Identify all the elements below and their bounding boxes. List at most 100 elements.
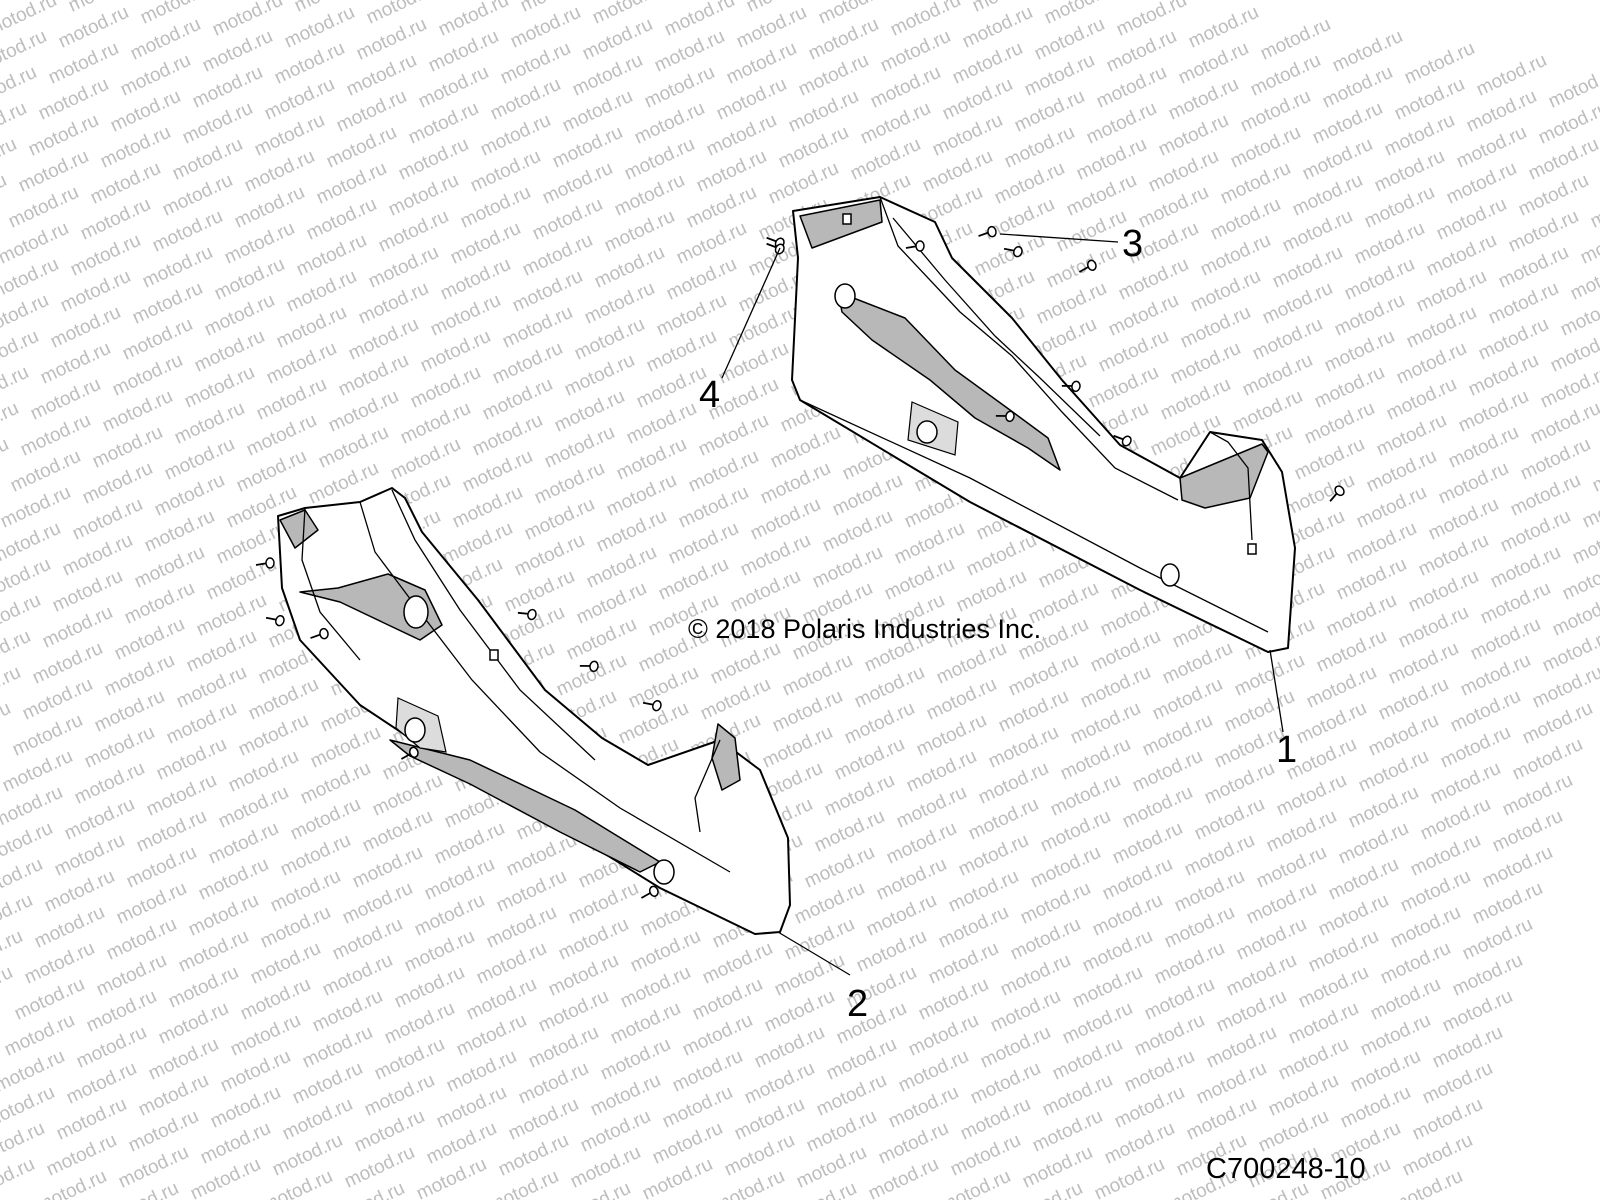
watermark-text: motod.ru bbox=[411, 890, 488, 941]
watermark-text: motod.ru bbox=[641, 62, 718, 113]
watermark-text: motod.ru bbox=[631, 98, 708, 149]
watermark-text: motod.ru bbox=[31, 902, 108, 953]
part-2-hole-front bbox=[403, 595, 429, 629]
watermark-text: motod.ru bbox=[1427, 758, 1504, 809]
watermark-text: motod.ru bbox=[433, 1082, 510, 1133]
watermark-text: motod.ru bbox=[1239, 350, 1316, 401]
watermark-text: motod.ru bbox=[515, 1058, 592, 1109]
watermark-text: motod.ru bbox=[1217, 158, 1294, 209]
watermark-text: motod.ru bbox=[831, 734, 908, 785]
watermark-text: motod.ru bbox=[483, 902, 560, 953]
watermark-text: motod.ru bbox=[217, 1046, 294, 1097]
watermark-text: motod.ru bbox=[253, 374, 330, 425]
fastener bbox=[517, 608, 537, 621]
watermark-text: motod.ru bbox=[25, 110, 102, 161]
callout-1: 1 bbox=[1276, 729, 1297, 771]
watermark-text: motod.ru bbox=[561, 350, 638, 401]
watermark-text: motod.ru bbox=[1353, 482, 1430, 533]
watermark-text: motod.ru bbox=[1315, 890, 1392, 941]
fastener bbox=[995, 410, 1015, 423]
watermark-text: motod.ru bbox=[39, 602, 116, 653]
watermark-text: motod.ru bbox=[1237, 86, 1314, 137]
watermark-text: motod.ru bbox=[1247, 50, 1324, 101]
watermark-text: motod.ru bbox=[1305, 926, 1382, 977]
watermark-text: motod.ru bbox=[669, 1046, 746, 1097]
watermark-text: motod.ru bbox=[903, 746, 980, 797]
watermark-text: motod.ru bbox=[417, 326, 494, 377]
watermark-text: motod.ru bbox=[627, 926, 704, 977]
watermark-text: motod.ru bbox=[1157, 374, 1234, 425]
watermark-text: motod.ru bbox=[1139, 710, 1216, 761]
watermark-text: motod.ru bbox=[353, 14, 430, 65]
watermark-text: motod.ru bbox=[1409, 1094, 1486, 1145]
watermark-text: motod.ru bbox=[1333, 554, 1410, 605]
watermark-text: motod.ru bbox=[245, 674, 322, 725]
watermark-text: motod.ru bbox=[1405, 566, 1482, 617]
watermark-text: motod.ru bbox=[923, 674, 1000, 725]
watermark-text: motod.ru bbox=[1155, 110, 1232, 161]
watermark-text: motod.ru bbox=[891, 518, 968, 569]
watermark-text: motod.ru bbox=[1311, 362, 1388, 413]
watermark-text: motod.ru bbox=[1279, 206, 1356, 257]
watermark-text: motod.ru bbox=[553, 650, 630, 701]
watermark-text: motod.ru bbox=[683, 182, 760, 233]
watermark-text: motod.ru bbox=[1095, 326, 1172, 377]
fastener bbox=[978, 225, 997, 238]
watermark-text: motod.ru bbox=[1229, 386, 1306, 437]
watermark-text: motod.ru bbox=[197, 1118, 274, 1169]
watermark-text: motod.ru bbox=[929, 110, 1006, 161]
watermark-text: motod.ru bbox=[307, 722, 384, 773]
fastener bbox=[1078, 259, 1097, 273]
part-1-hole-front bbox=[834, 283, 856, 309]
watermark-text: motod.ru bbox=[939, 74, 1016, 125]
watermark-text: motod.ru bbox=[89, 422, 166, 473]
watermark-text: motod.ru bbox=[1525, 134, 1600, 185]
watermark-text: motod.ru bbox=[463, 974, 540, 1025]
watermark-text: motod.ru bbox=[593, 506, 670, 557]
fastener bbox=[1003, 246, 1023, 258]
watermark-text: motod.ru bbox=[487, 74, 564, 125]
watermark-text: motod.ru bbox=[545, 950, 622, 1001]
watermark-text: motod.ru bbox=[1407, 830, 1484, 881]
watermark-text: motod.ru bbox=[119, 314, 196, 365]
watermark-text: motod.ru bbox=[141, 506, 218, 557]
watermark-text: motod.ru bbox=[1479, 842, 1556, 893]
watermark-text: motod.ru bbox=[639, 1154, 716, 1200]
watermark-text: motod.ru bbox=[179, 98, 256, 149]
watermark-text: motod.ru bbox=[63, 1058, 140, 1109]
watermark-text: motod.ru bbox=[1433, 194, 1510, 245]
watermark-text: motod.ru bbox=[1473, 50, 1550, 101]
watermark-text: motod.ru bbox=[1393, 338, 1470, 389]
watermark-text: motod.ru bbox=[43, 1130, 120, 1181]
watermark-text: motod.ru bbox=[1, 1010, 78, 1061]
watermark-text: motod.ru bbox=[559, 86, 636, 137]
watermark-text: motod.ru bbox=[1383, 374, 1460, 425]
watermark-text: motod.ru bbox=[1257, 14, 1334, 65]
watermark-text: motod.ru bbox=[1391, 74, 1468, 125]
watermark-text: motod.ru bbox=[1077, 662, 1154, 713]
watermark-text: motod.ru bbox=[405, 98, 482, 149]
watermark-text: motod.ru bbox=[359, 806, 436, 857]
watermark-text: motod.ru bbox=[1227, 122, 1304, 173]
watermark-text: motod.ru bbox=[251, 110, 328, 161]
watermark-text: motod.ru bbox=[175, 926, 252, 977]
watermark-text: motod.ru bbox=[1295, 962, 1372, 1013]
watermark-text: motod.ru bbox=[457, 182, 534, 233]
watermark-text: motod.ru bbox=[1429, 1022, 1506, 1073]
watermark-text: motod.ru bbox=[1419, 1058, 1496, 1109]
watermark-text: motod.ru bbox=[1401, 38, 1478, 89]
watermark-text: motod.ru bbox=[1395, 602, 1472, 653]
watermark-text: motod.ru bbox=[151, 470, 228, 521]
watermark-text: motod.ru bbox=[323, 122, 400, 173]
watermark-text: motod.ru bbox=[1449, 950, 1526, 1001]
watermark-text: motod.ru bbox=[19, 674, 96, 725]
watermark-text: motod.ru bbox=[1343, 518, 1420, 569]
fastener bbox=[1329, 485, 1345, 502]
watermark-text: motod.ru bbox=[269, 1130, 346, 1181]
watermark-text: motod.ru bbox=[1069, 962, 1146, 1013]
part-2-hole-rear bbox=[653, 859, 675, 885]
watermark-text: motod.ru bbox=[0, 482, 74, 533]
watermark-text: motod.ru bbox=[1365, 710, 1442, 761]
watermark-text: motod.ru bbox=[1213, 986, 1290, 1037]
